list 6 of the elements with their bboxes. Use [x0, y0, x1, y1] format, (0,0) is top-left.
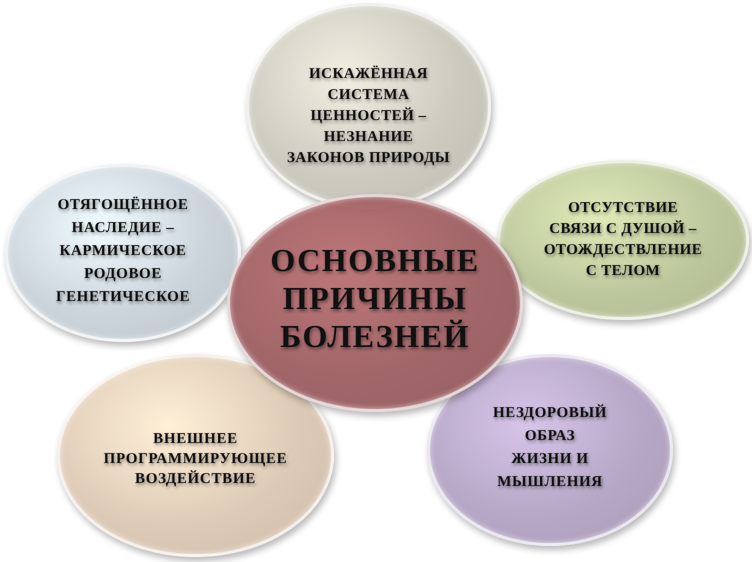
- node-text: ОТЯГОЩЁННОЕ НАСЛЕДИЕ – КАРМИЧЕСКОЕ РОДОВОЕ ГЕНЕТИЧЕСКОЕ: [54, 196, 192, 307]
- node-text: ИСКАЖЁННАЯ СИСТЕМА ЦЕННОСТЕЙ – НЕЗНАНИЕ ЗАКОНОВ ПРИРОДЫ: [286, 64, 452, 168]
- node-text: ВНЕШНЕЕ ПРОГРАММИРУЮЩЕЕ ВОЗДЕЙСТВИЕ: [102, 430, 288, 489]
- node-text: ОСНОВНЫЕ ПРИЧИНЫ БОЛЕЗНЕЙ: [269, 241, 481, 355]
- node-text: НЕЗДОРОВЫЙ ОБРАЗ ЖИЗНИ И МЫШЛЕНИЯ: [492, 403, 608, 492]
- node-text: ОТСУТСТВИЕ СВЯЗИ С ДУШОЙ – ОТОЖДЕСТВЛЕНИЕ С ТЕЛОМ: [542, 199, 704, 281]
